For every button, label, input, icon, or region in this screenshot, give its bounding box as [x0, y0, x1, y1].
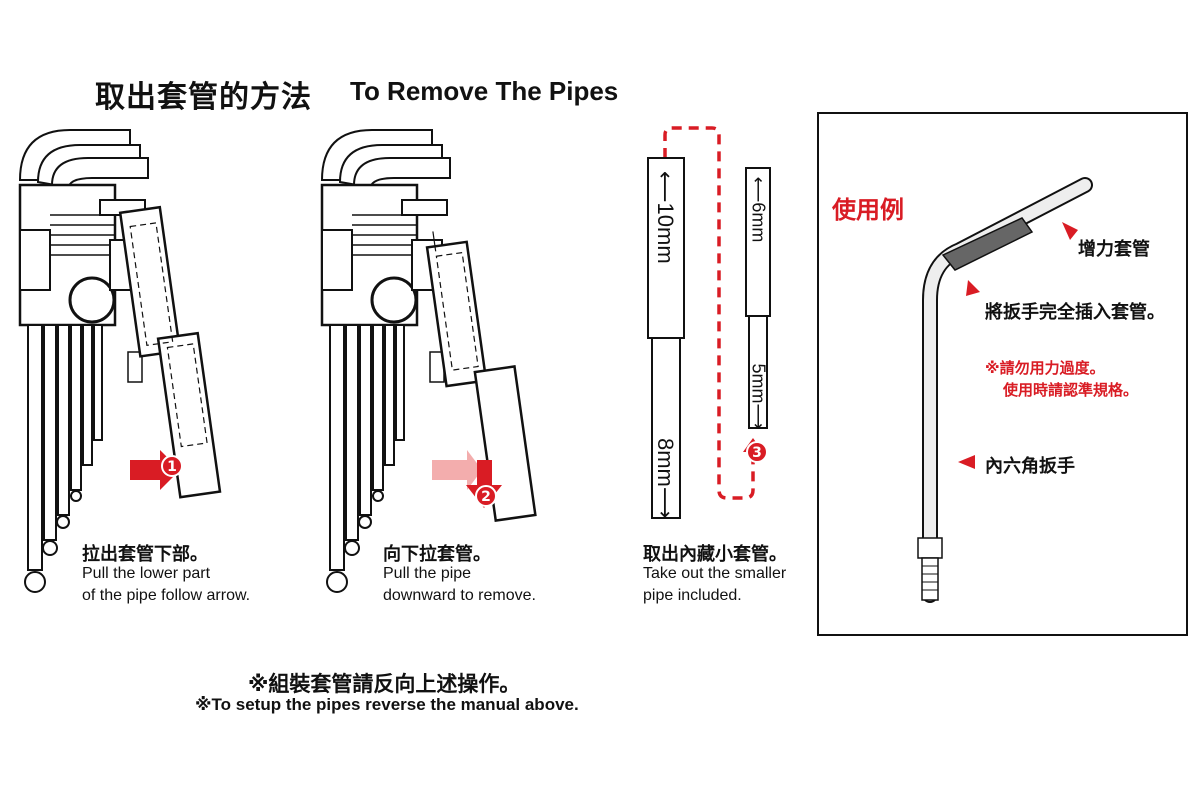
step-2-caption-cn: 向下拉套管。 [383, 544, 491, 565]
small-pipe-bottom-label: 5mm⟶ [748, 363, 769, 430]
step-2-number: 2 [481, 489, 491, 505]
usage-example-panel [817, 112, 1188, 636]
page-title-en: To Remove The Pipes [350, 76, 619, 106]
large-pipe-top-label: ⟵10mm [653, 171, 678, 264]
label-pipe: 增力套管 [1078, 239, 1150, 260]
footer-note-cn: ※組裝套管請反向上述操作。 [248, 672, 521, 696]
label-insert: 將扳手完全插入套管。 [985, 302, 1165, 323]
step-1-badge: 1 [161, 455, 183, 477]
label-wrench: 內六角扳手 [985, 456, 1075, 477]
step-3-number: 3 [752, 445, 762, 461]
footer-note-en: ※To setup the pipes reverse the manual a… [195, 695, 579, 714]
step-2-drawing [320, 128, 537, 594]
large-pipe-bottom-label: 8mm⟶ [653, 438, 678, 519]
step-3-drawing: 3 [647, 126, 771, 519]
warning-note: ※請勿用力過度。 使用時請認準規格。 [985, 359, 1139, 399]
dimension-arrow-icon: ⟶ [748, 403, 769, 430]
usage-example-title: 使用例 [832, 196, 904, 224]
usage-example-drawing [917, 177, 1093, 603]
page-title-cn: 取出套管的方法 [95, 80, 312, 115]
small-pipe-top-label: ⟵6mm [748, 176, 769, 243]
step-1-drawing [18, 128, 222, 594]
dimension-arrow-icon: ⟶ [653, 486, 678, 519]
step-3-caption-cn: 取出內藏小套管。 [643, 544, 787, 565]
step-1-caption-cn: 拉出套管下部。 [82, 544, 208, 565]
dimension-arrow-icon: ⟵ [653, 171, 678, 203]
step-1-number: 1 [167, 459, 177, 475]
step-2-badge: 2 [475, 485, 497, 507]
dimension-arrow-icon: ⟵ [748, 176, 769, 203]
